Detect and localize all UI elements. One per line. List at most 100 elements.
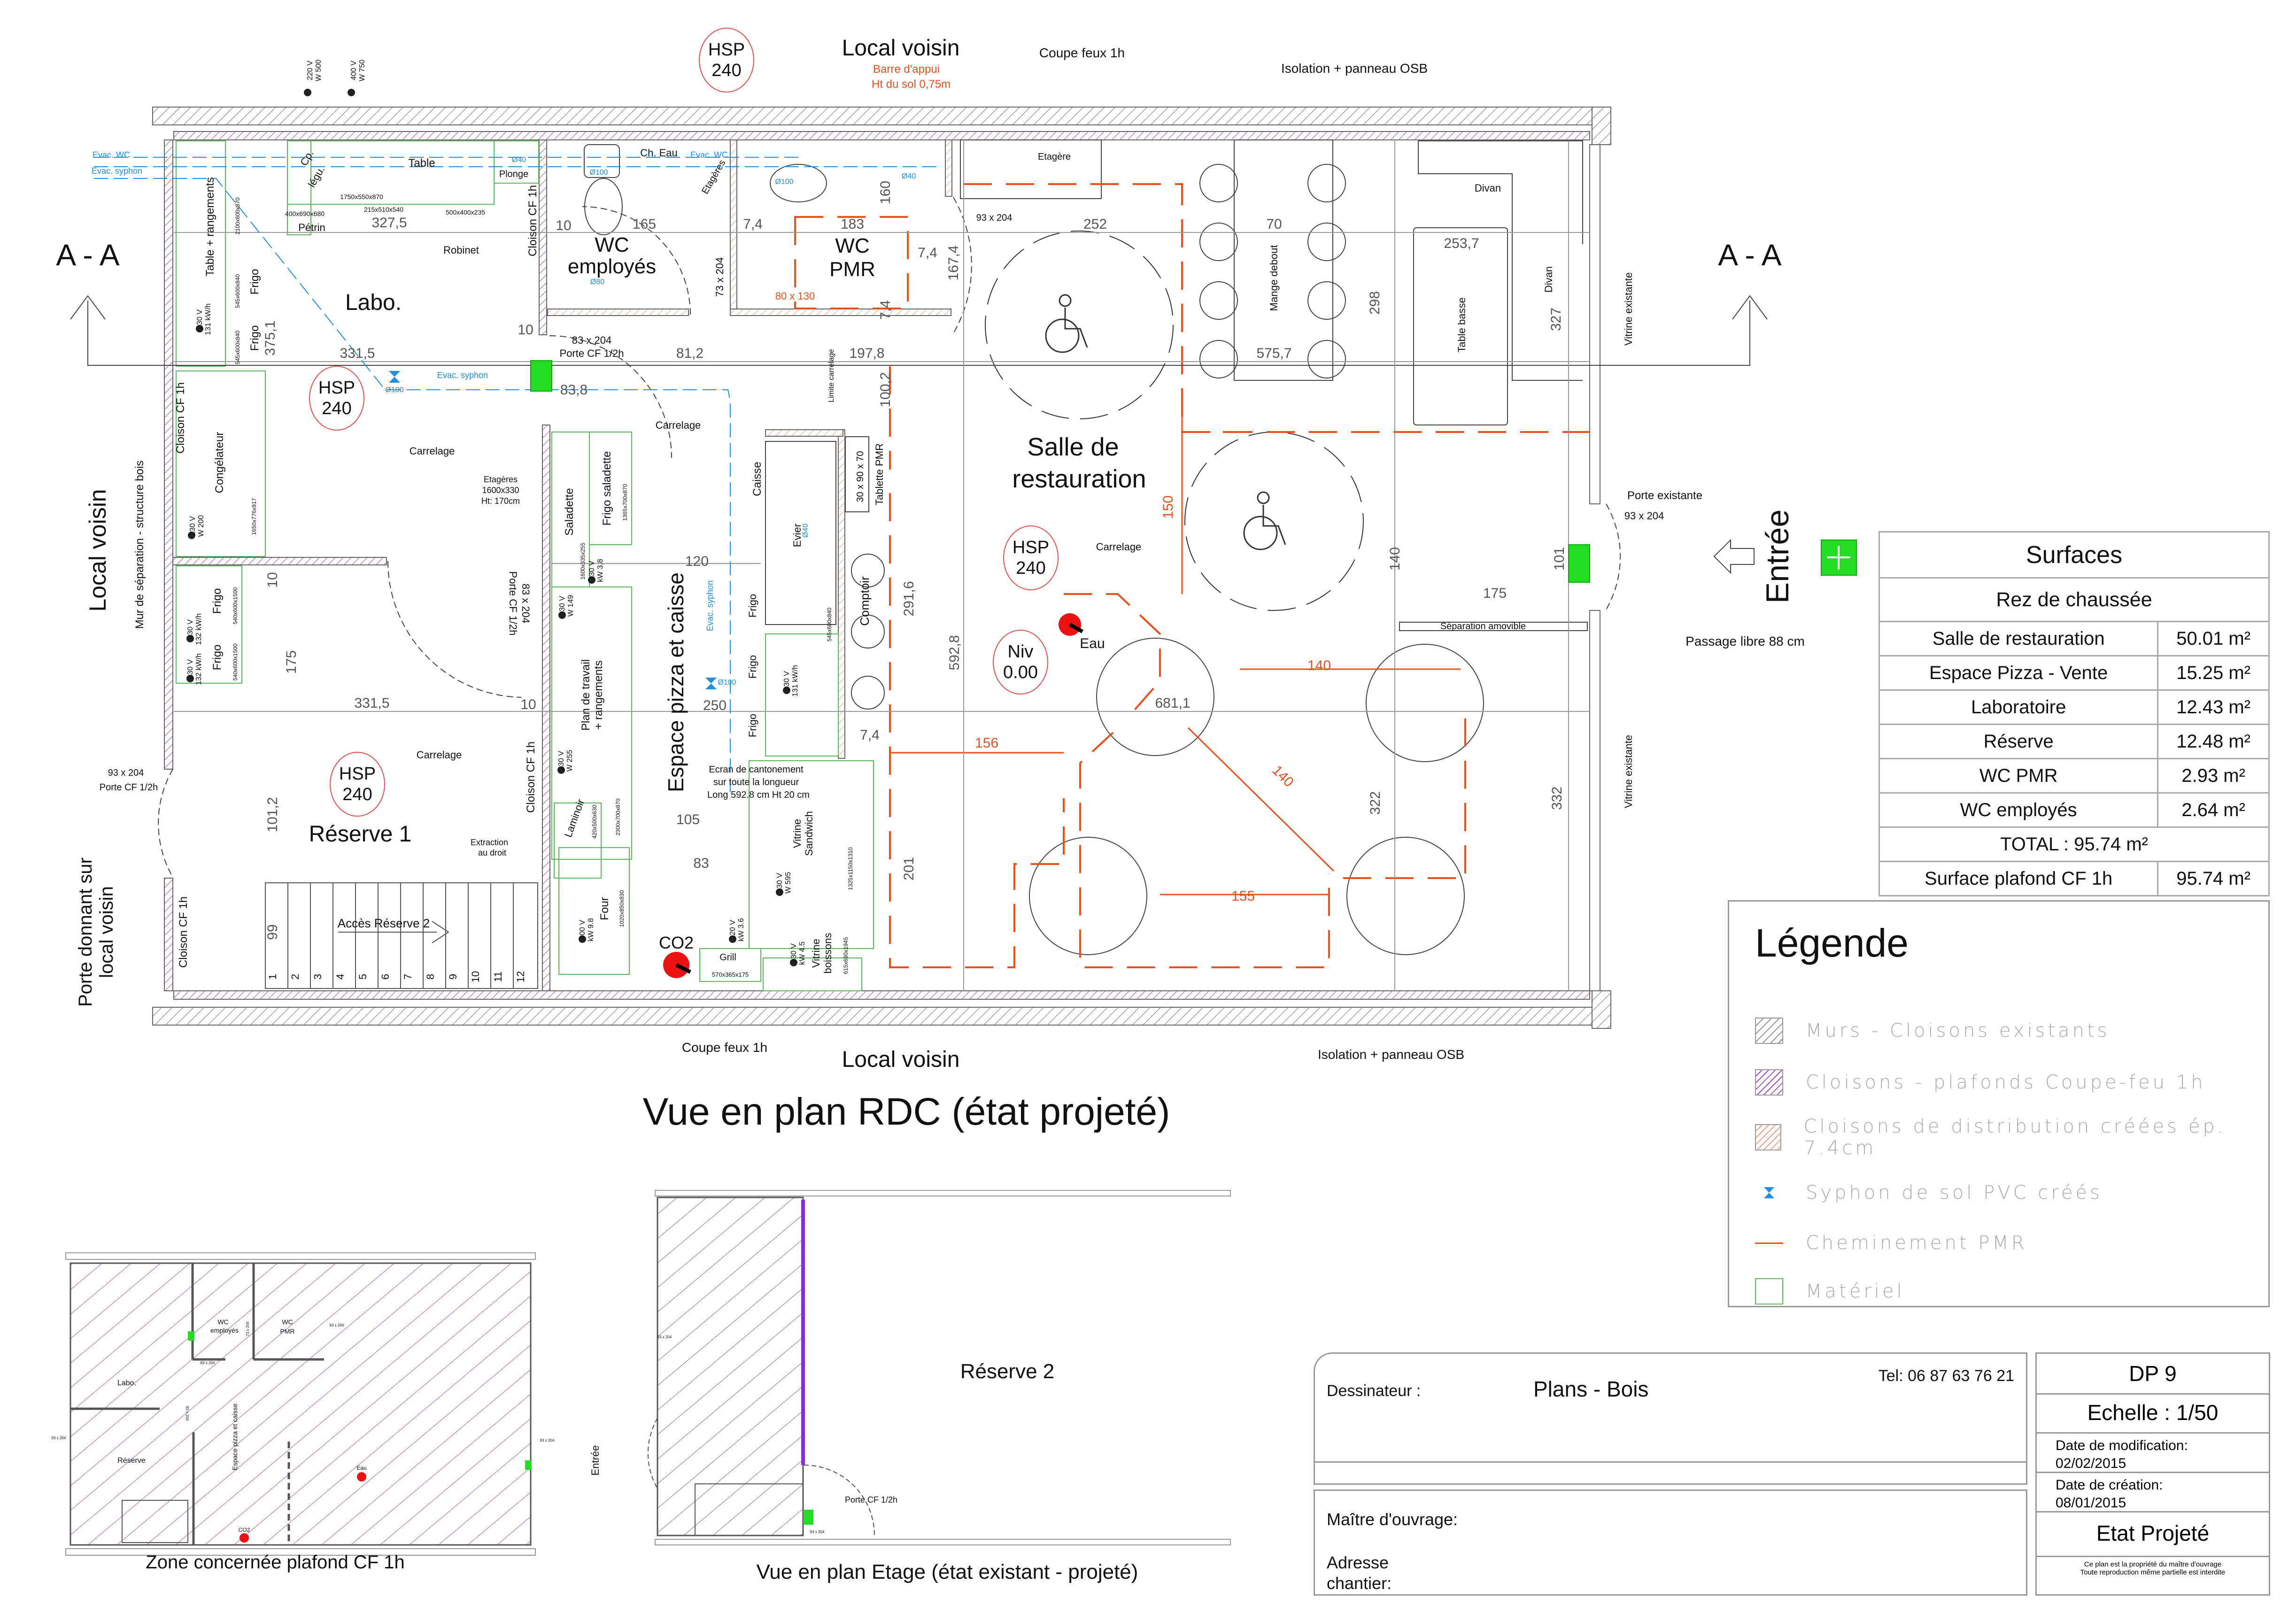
dimension-label: 7,4 [918,245,937,261]
note: 80 x 130 [775,290,815,302]
pipe-size: Ø100 [718,679,736,687]
fire-partitions [172,139,550,991]
mini-room-label: Espace pizza et caisse [231,1404,239,1471]
mini-room-label: Réserve 2 [960,1360,1055,1383]
equipment-label: Vitrine [791,819,803,848]
dimension-label: 105 [676,812,700,827]
designer-label: Dessinateur : [1327,1382,1421,1400]
equipment-label: Frigo [211,588,224,614]
door-label: Porte CF 1/2h [560,347,624,359]
mini-room-label: PMR [280,1327,294,1335]
room-name: Espace Pizza - Vente [1878,655,2159,691]
created-date: 08/01/2015 [2056,1495,2126,1511]
dimension-label: 83 [693,856,709,871]
power-spec: 400 V [350,61,358,80]
dimension-label: 592,8 [947,635,962,670]
legend: Légende Murs - Cloisons existants Cloiso… [1728,900,2270,1307]
mini-plan-floor [647,1190,1231,1545]
power-spec: W 750 [358,60,366,81]
legend-label: Cloisons - plafonds Coupe-feu 1h [1806,1072,2206,1093]
dimension-label: 331,5 [354,695,389,711]
note: Limite carrelage [827,349,835,402]
equipment-dim: 540x600x1500 [232,643,239,680]
note: Coupe feux 1h [682,1040,767,1055]
dimension-label: 10 [556,218,571,233]
room-name: WC employés [1878,792,2159,828]
power-spec: 132 kW/h [195,613,203,645]
stair-step-number: 8 [425,974,436,980]
room-label-wc-employes: employés [568,255,656,278]
equipment-label: Caisse [751,462,764,496]
mini-room-label: WC [282,1318,293,1326]
mini-plan-title: Vue en plan Etage (état existant - proje… [757,1560,1138,1583]
door-label: 73 x 204 [714,257,726,297]
hatch-orange-swatch [1755,1124,1781,1150]
note: Cloison CF 1h [525,741,537,813]
neighbor-label: Local voisin [85,489,111,611]
designer-phone: Tel: 06 87 63 76 21 [1878,1367,2014,1385]
door-label: Porte existante [1627,489,1702,502]
drain-lines [94,157,939,798]
stair-step-number: 4 [334,974,346,980]
ceiling-label: Surface plafond CF 1h [1878,861,2159,896]
stair-step-number: 5 [357,974,369,980]
pipe-size: Ø100 [589,169,608,177]
note: Ht du sol 0,75m [872,78,951,91]
mini-room-label: employés [210,1327,239,1334]
dimension-label: 197,8 [849,346,884,361]
hsp-label: HSP [339,764,376,784]
pipe-size: Ø40 [802,524,810,538]
hsp-label: 240 [1016,558,1045,578]
dimension-label: 140 [1387,547,1403,571]
disclaimer: Ce plan est la propriété du maître d'ouv… [2037,1560,2269,1576]
power-spec: 220 V [306,61,314,80]
room-label-wc-pmr: PMR [829,258,875,281]
dimension-label: 81,2 [676,346,703,361]
note: Isolation + panneau OSB [1318,1047,1464,1062]
section-mark: A - A [56,238,120,272]
mini-entrance-label: Entrée [589,1445,601,1476]
mini-door-label: 83 x 204 [185,1406,189,1421]
mini-door-label: 93 x 204 [330,1323,344,1327]
created-label: Date de création: [2056,1477,2163,1493]
equipment-label: Congélateur [213,432,226,494]
mini-plan-title: Zone concernée plafond CF 1h [146,1552,404,1573]
dimension-label: 120 [685,554,709,569]
room-label-salle: Salle de [1027,433,1119,461]
equipment-label: Plan de travail [580,659,592,731]
note: Eau [1080,636,1105,651]
green-box-swatch [1755,1278,1783,1304]
equipment-label: Ch. Eau [640,147,678,159]
note: Ecran de cantonement [709,764,804,775]
power-spec: 230 V [196,309,204,329]
dimension-label: 331,5 [340,346,375,361]
power-spec: W 200 [197,515,205,537]
note: Carrelage [417,749,462,761]
mini-door-label: 93 x 204 [52,1436,66,1440]
hatch-purple-swatch [1755,1069,1783,1096]
equipment-dim: 1750x550x870 [340,193,383,201]
dimension-label: 327 [1548,308,1564,331]
equipment-label: Sandwich [803,811,815,856]
dimension-label: 7,4 [878,300,893,320]
dimension-label: 298 [1367,291,1383,315]
equipment-label: Table + rangements [204,177,216,276]
equipment-label: boissons [822,933,834,974]
equipment-label: Saladette [563,488,576,535]
power-spec: 230 V [186,659,194,679]
power-spec: kW 9.8 [587,918,595,942]
room-area: 50.01 m² [2157,621,2270,656]
dimension-label: 140 [1307,658,1331,673]
note: Evac. syphon [92,166,142,176]
note: Extraction [471,838,508,847]
mini-room-label: WC [217,1318,228,1326]
equipment-dim: 215x510x540 [364,206,403,213]
note: Etagères [484,475,518,484]
room-name: Réserve [1878,724,2159,759]
equipment-label: Comptoir [858,576,872,626]
door-note: Porte donnant sur [75,857,96,1007]
